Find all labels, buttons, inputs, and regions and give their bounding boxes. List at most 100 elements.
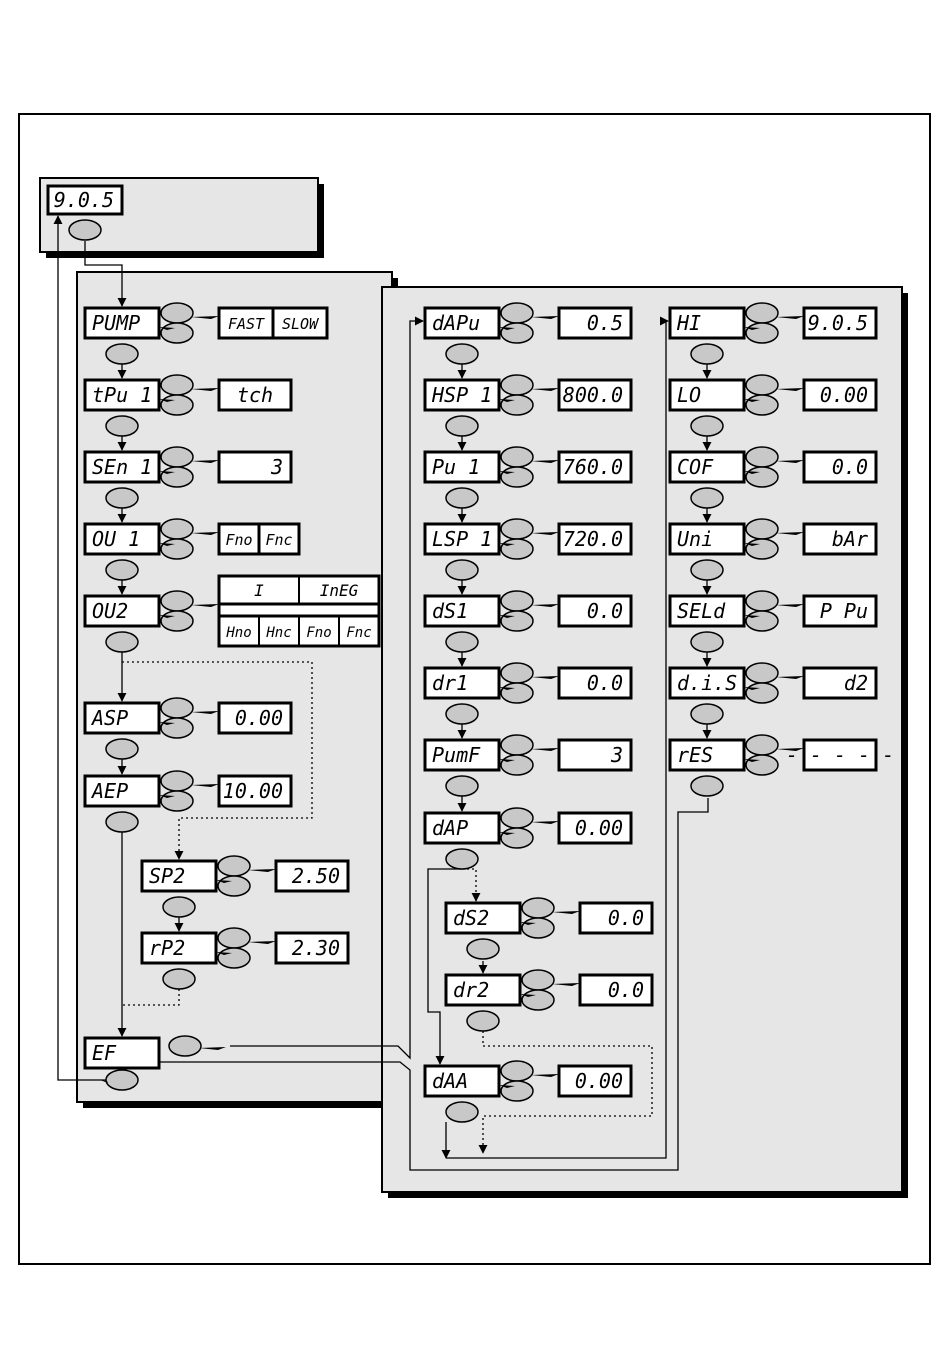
- dr2-set-button-down[interactable]: [522, 990, 554, 1010]
- ou2-mode-button[interactable]: [106, 632, 138, 652]
- ds2-mode-button[interactable]: [467, 939, 499, 959]
- ou1-value-text: Fnc: [265, 531, 292, 549]
- dap-display: dAP: [425, 813, 499, 843]
- res-set-button-up[interactable]: [746, 735, 778, 755]
- seld-mode-button[interactable]: [691, 632, 723, 652]
- dr1-set-button-down[interactable]: [501, 683, 533, 703]
- pumf-set-button-down[interactable]: [501, 755, 533, 775]
- dis-mode-button[interactable]: [691, 704, 723, 724]
- res-set-button-down[interactable]: [746, 755, 778, 775]
- pu1-mode-button[interactable]: [446, 488, 478, 508]
- asp-mode-button[interactable]: [106, 739, 138, 759]
- sp2-set-button-up[interactable]: [218, 856, 250, 876]
- daa-mode-button[interactable]: [446, 1102, 478, 1122]
- tpu1-mode-button[interactable]: [106, 416, 138, 436]
- dr2-set-button-up[interactable]: [522, 970, 554, 990]
- pump-set-button-up[interactable]: [161, 303, 193, 323]
- cof-set-button-down[interactable]: [746, 467, 778, 487]
- pump-mode-button[interactable]: [106, 344, 138, 364]
- dr1-set-button-up[interactable]: [501, 663, 533, 683]
- cof-set-button-up[interactable]: [746, 447, 778, 467]
- hi-set-button-up[interactable]: [746, 303, 778, 323]
- sen1-mode-button[interactable]: [106, 488, 138, 508]
- uni-set-button-down[interactable]: [746, 539, 778, 559]
- pump-set-button-down[interactable]: [161, 323, 193, 343]
- hi-display: HI: [670, 308, 744, 338]
- hsp1-set-button-down[interactable]: [501, 395, 533, 415]
- ef-set-button[interactable]: [169, 1036, 201, 1056]
- asp-set-button-up[interactable]: [161, 698, 193, 718]
- ds1-set-button-up[interactable]: [501, 591, 533, 611]
- seld-set-button-up[interactable]: [746, 591, 778, 611]
- lsp1-set-button-down[interactable]: [501, 539, 533, 559]
- rp2-mode-button[interactable]: [163, 969, 195, 989]
- ds1-value-text: 0.0: [587, 599, 623, 623]
- daa-set-button-up[interactable]: [501, 1061, 533, 1081]
- sp2-value: 2.50: [276, 861, 348, 891]
- ou1-set-button-down[interactable]: [161, 539, 193, 559]
- top-mode-button[interactable]: [69, 220, 101, 240]
- hi-set-button-down[interactable]: [746, 323, 778, 343]
- aep-mode-button[interactable]: [106, 812, 138, 832]
- daa-set-button-down[interactable]: [501, 1081, 533, 1101]
- sp2-mode-button[interactable]: [163, 897, 195, 917]
- rp2-display-text: rP2: [149, 936, 185, 960]
- asp-set-button-down[interactable]: [161, 718, 193, 738]
- ou1-mode-button[interactable]: [106, 560, 138, 580]
- sen1-set-button-down[interactable]: [161, 467, 193, 487]
- ds2-value-text: 0.0: [608, 906, 644, 930]
- dap-set-button-down[interactable]: [501, 828, 533, 848]
- rp2-set-button-up[interactable]: [218, 928, 250, 948]
- uni-set-button-up[interactable]: [746, 519, 778, 539]
- dapu-set-button-up[interactable]: [501, 303, 533, 323]
- dis-set-button-up[interactable]: [746, 663, 778, 683]
- dr2-mode-button[interactable]: [467, 1011, 499, 1031]
- dap-mode-button[interactable]: [446, 849, 478, 869]
- dr1-mode-button[interactable]: [446, 704, 478, 724]
- aep-set-button-down[interactable]: [161, 791, 193, 811]
- asp-value-text: 0.00: [235, 706, 283, 730]
- sp2-set-button-down[interactable]: [218, 876, 250, 896]
- hi-value: 9.0.5: [804, 308, 876, 338]
- sp2-value-text: 2.50: [292, 864, 340, 888]
- lsp1-set-button-up[interactable]: [501, 519, 533, 539]
- hsp1-set-button-up[interactable]: [501, 375, 533, 395]
- pu1-set-button-up[interactable]: [501, 447, 533, 467]
- cof-mode-button[interactable]: [691, 488, 723, 508]
- dapu-set-button-down[interactable]: [501, 323, 533, 343]
- aep-set-button-up[interactable]: [161, 771, 193, 791]
- dapu-mode-button[interactable]: [446, 344, 478, 364]
- sen1-set-button-up[interactable]: [161, 447, 193, 467]
- ef-mode-button[interactable]: [106, 1070, 138, 1090]
- dap-set-button-up[interactable]: [501, 808, 533, 828]
- pumf-set-button-up[interactable]: [501, 735, 533, 755]
- ou2-set-button-down[interactable]: [161, 611, 193, 631]
- lo-set-button-down[interactable]: [746, 395, 778, 415]
- ou2-set-button-up[interactable]: [161, 591, 193, 611]
- ou2-option-text: InEG: [320, 581, 359, 600]
- ds2-set-button-down[interactable]: [522, 918, 554, 938]
- rp2-set-button-down[interactable]: [218, 948, 250, 968]
- lsp1-mode-button[interactable]: [446, 560, 478, 580]
- top-display: 9.0.5: [48, 186, 122, 214]
- seld-set-button-down[interactable]: [746, 611, 778, 631]
- lo-mode-button[interactable]: [691, 416, 723, 436]
- pumf-value: 3: [559, 740, 631, 770]
- ds1-set-button-down[interactable]: [501, 611, 533, 631]
- hsp1-mode-button[interactable]: [446, 416, 478, 436]
- pumf-mode-button[interactable]: [446, 776, 478, 796]
- lo-set-button-up[interactable]: [746, 375, 778, 395]
- res-value-text: - - - - -: [786, 743, 894, 767]
- tpu1-set-button-up[interactable]: [161, 375, 193, 395]
- tpu1-set-button-down[interactable]: [161, 395, 193, 415]
- ou1-set-button-up[interactable]: [161, 519, 193, 539]
- ds1-mode-button[interactable]: [446, 632, 478, 652]
- res-value: - - - - -: [786, 740, 894, 770]
- hi-mode-button[interactable]: [691, 344, 723, 364]
- res-mode-button[interactable]: [691, 776, 723, 796]
- pu1-set-button-down[interactable]: [501, 467, 533, 487]
- ds2-set-button-up[interactable]: [522, 898, 554, 918]
- dis-set-button-down[interactable]: [746, 683, 778, 703]
- uni-mode-button[interactable]: [691, 560, 723, 580]
- uni-value-text: bAr: [832, 527, 868, 551]
